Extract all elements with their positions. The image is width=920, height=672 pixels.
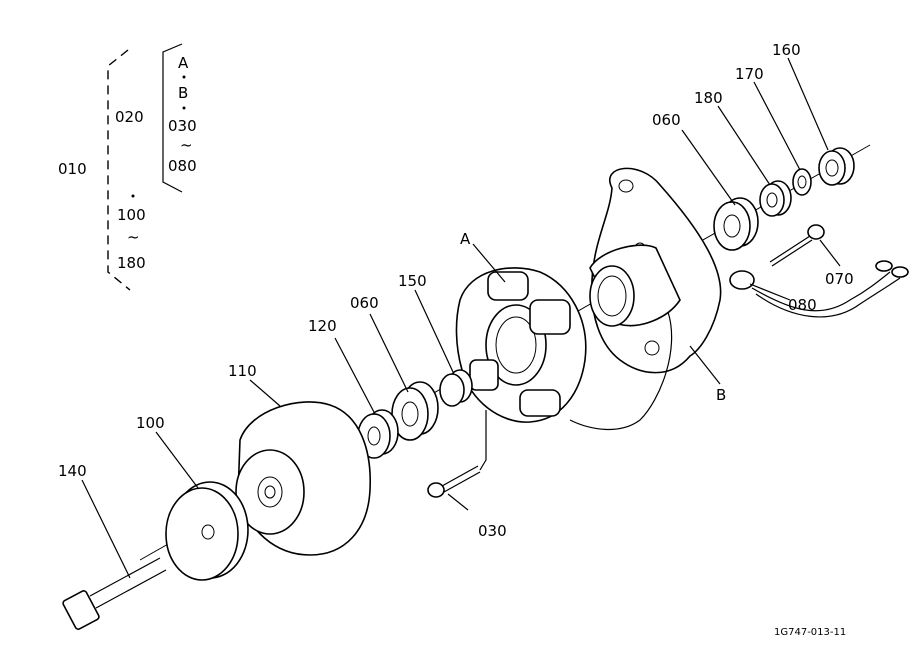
part-070-screw <box>769 224 825 267</box>
legend-bracket-010 <box>107 49 131 291</box>
leader-lines <box>81 57 841 579</box>
callout-060-mid: 060 <box>350 294 379 312</box>
part-160-nut <box>818 147 855 186</box>
callout-150: 150 <box>398 272 427 290</box>
legend-sub-a: A <box>178 54 189 72</box>
part-180-collar <box>759 180 792 217</box>
part-060-bearing-top <box>713 197 759 251</box>
part-110-rotor <box>235 401 371 556</box>
legend-bracket-020 <box>162 43 183 193</box>
legend-sub-tilde-2: ~ <box>127 228 140 246</box>
drawing-code: 1G747-013-11 <box>774 627 846 638</box>
callout-110: 110 <box>228 362 257 380</box>
callout-180-top: 180 <box>694 89 723 107</box>
part-140-bolt <box>62 557 167 630</box>
callout-140: 140 <box>58 462 87 480</box>
callout-100: 100 <box>136 414 165 432</box>
coil-lead-wire <box>569 311 673 431</box>
callout-030: 030 <box>478 522 507 540</box>
part-housing <box>589 167 722 374</box>
part-080-clamp-and-lead <box>729 260 909 318</box>
part-150-collar <box>439 369 473 407</box>
callout-060-top: 060 <box>652 111 681 129</box>
legend-020: 020 <box>115 108 144 126</box>
callout-080: 080 <box>788 296 817 314</box>
legend-sub-030: 030 <box>168 117 197 135</box>
callout-a: A <box>460 230 471 248</box>
callout-120: 120 <box>308 317 337 335</box>
part-stator-a <box>455 267 587 423</box>
callout-170: 170 <box>735 65 764 83</box>
callout-b: B <box>716 386 726 404</box>
legend-sub-180: 180 <box>117 254 146 272</box>
part-170-lock-washer <box>792 168 812 196</box>
part-060-bearing-mid <box>391 381 439 441</box>
legend-sub-tilde-1: ~ <box>180 136 193 154</box>
legend-sub-080: 080 <box>168 157 197 175</box>
legend-sub-b: B <box>178 84 188 102</box>
callout-070: 070 <box>825 270 854 288</box>
part-030-screw <box>427 410 487 498</box>
legend-010: 010 <box>58 160 87 178</box>
part-100-cover <box>165 481 249 581</box>
callout-160: 160 <box>772 41 801 59</box>
legend-sub-100: 100 <box>117 206 146 224</box>
